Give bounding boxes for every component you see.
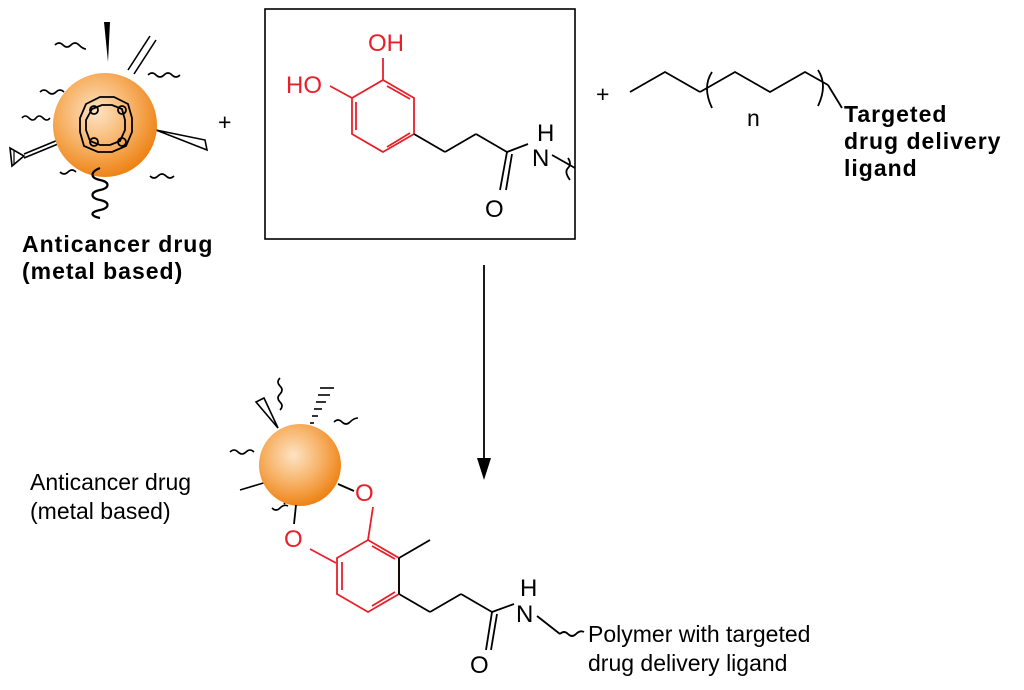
ligand-label-line3: ligand [844,155,918,181]
nh-h-label: H [537,120,555,147]
product-nh-h-label: H [520,575,538,602]
catechol-box [264,8,576,240]
helix-ligand [91,166,109,220]
drug-label-product-line1: Anticancer drug [30,469,192,495]
oh-top-label: OH [368,30,404,57]
product-o-top-label: O [355,480,374,507]
drug-label-top-line2: (metal based) [22,258,184,284]
ligand-label-line1: Targeted [844,101,948,127]
ligand-label-line2: drug delivery [844,128,1002,154]
product-n-label: N [516,601,534,628]
polymer-label-line2: drug delivery ligand [588,650,788,676]
product-structure [229,377,585,651]
polymer-chain-top [629,69,843,109]
repeat-n-label: n [747,105,760,131]
metal-sphere-product [259,424,341,506]
drug-label-top-line1: Anticancer drug [22,231,214,257]
plus-sign-2: + [596,81,610,107]
drug-sphere-top [9,22,209,220]
carbonyl-o-label: O [485,196,504,223]
catechol-top [329,58,576,191]
polymer-label-line1: Polymer with targeted [588,621,811,647]
drug-label-product-line2: (metal based) [30,498,171,524]
amide-n-label: N [532,145,550,172]
plus-sign-1: + [218,109,232,135]
wavy-ligands-top [21,42,181,179]
porphyrin-icon [79,96,133,153]
oh-left-label: HO [286,72,322,99]
reaction-arrow [477,265,491,480]
product-o-left-label: O [284,526,303,553]
product-carbonyl-o-label: O [470,652,489,679]
metal-sphere-top [53,73,157,177]
